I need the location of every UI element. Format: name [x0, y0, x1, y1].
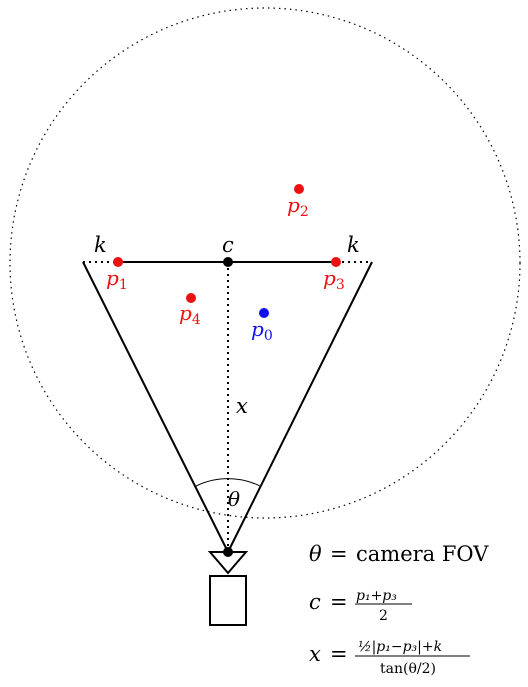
- fov-angle-arc: [194, 478, 262, 487]
- svg-text:x: x: [309, 642, 321, 666]
- label-p2: p2: [287, 193, 309, 220]
- label-k-left: k: [94, 233, 107, 257]
- legend-fov-equation: θ = camera FOV: [309, 542, 489, 566]
- midpoint-c-point: [223, 257, 233, 267]
- x-fraction-numerator: ½|p₁−p₃|+k: [358, 639, 442, 655]
- svg-text:=: =: [330, 590, 348, 614]
- label-p0: p0: [251, 317, 273, 344]
- fov-left-edge: [82, 261, 229, 553]
- svg-text:c: c: [309, 590, 321, 614]
- c-fraction-numerator: p₁+p₃: [356, 588, 397, 604]
- label-p1: p1: [106, 266, 128, 293]
- camera-body-icon: [209, 575, 247, 626]
- x-fraction-denominator: tan(θ/2): [380, 661, 436, 677]
- svg-text:=: =: [330, 542, 348, 566]
- label-c: c: [222, 233, 234, 257]
- fov-right-edge: [227, 261, 373, 553]
- point-p4: [186, 293, 196, 303]
- point-p0: [259, 308, 269, 318]
- legend-c-equation: c = p₁+p₃ 2: [309, 588, 412, 624]
- label-x: x: [236, 394, 248, 418]
- point-p3: [331, 257, 341, 267]
- label-theta: θ: [228, 487, 240, 511]
- dotted-boundary-circle: [9, 7, 521, 519]
- label-k-right: k: [347, 233, 360, 257]
- point-p1: [113, 257, 123, 267]
- svg-text:=: =: [330, 642, 348, 666]
- svg-text:camera FOV: camera FOV: [356, 542, 489, 566]
- legend-x-equation: x = ½|p₁−p₃|+k tan(θ/2): [309, 639, 470, 677]
- c-fraction-denominator: 2: [379, 608, 388, 624]
- camera-center-point: [223, 547, 233, 557]
- label-p3: p3: [323, 266, 345, 293]
- point-p2: [294, 184, 304, 194]
- label-p4: p4: [179, 301, 201, 328]
- svg-text:θ: θ: [309, 542, 322, 566]
